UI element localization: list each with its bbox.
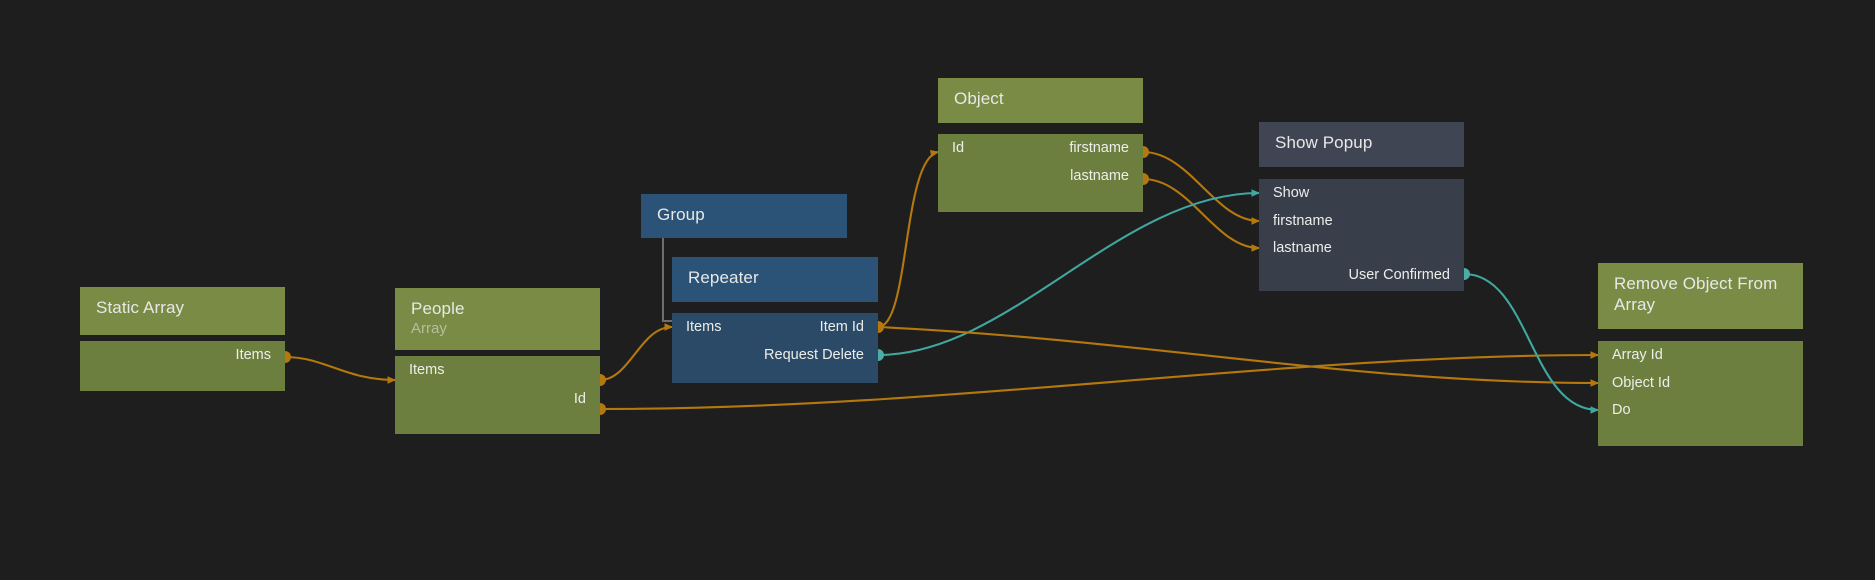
node-title: Object bbox=[954, 89, 1004, 108]
port-label-do: Do bbox=[1612, 402, 1631, 418]
port-row-items[interactable]: Items Item Id bbox=[672, 313, 878, 341]
port-label-id: Id bbox=[952, 140, 965, 156]
node-body: Array Id Object Id Do bbox=[1598, 341, 1803, 446]
node-header: Object bbox=[938, 78, 1143, 123]
node-remove-object-from-array[interactable]: Remove Object From Array Array Id Object… bbox=[1598, 263, 1803, 446]
port-row-object-id[interactable]: Object Id bbox=[1598, 369, 1803, 396]
port-label-firstname: firstname bbox=[1273, 213, 1333, 229]
node-title: Repeater bbox=[688, 268, 759, 287]
port-label-lastname: lastname bbox=[1273, 240, 1332, 256]
wire-showpopup-userconfirmed-to-remove-do bbox=[1462, 272, 1600, 414]
port-row-items[interactable]: Items bbox=[395, 356, 600, 385]
node-body: Items bbox=[80, 341, 285, 391]
node-header: Repeater bbox=[672, 257, 878, 302]
node-subtitle: Array bbox=[411, 320, 447, 337]
node-header: Group bbox=[641, 194, 847, 238]
port-row-lastname[interactable]: lastname bbox=[938, 162, 1143, 190]
node-show-popup[interactable]: Show Popup Show firstname lastname User … bbox=[1259, 122, 1464, 291]
port-row-id[interactable]: Id bbox=[395, 385, 600, 413]
hierarchy-line-group-repeater-elbow bbox=[662, 320, 674, 322]
node-header: Remove Object From Array bbox=[1598, 263, 1803, 329]
node-header: People Array bbox=[395, 288, 600, 350]
port-row-id[interactable]: Id firstname bbox=[938, 134, 1143, 162]
port-label-id: Id bbox=[573, 391, 586, 407]
node-header: Show Popup bbox=[1259, 122, 1464, 167]
port-row-user-confirmed[interactable]: User Confirmed bbox=[1259, 261, 1464, 287]
node-title: Static Array bbox=[96, 298, 185, 317]
port-label-user-confirmed: User Confirmed bbox=[1348, 267, 1450, 283]
port-row-array-id[interactable]: Array Id bbox=[1598, 341, 1803, 369]
node-group[interactable]: Group bbox=[641, 194, 847, 238]
wire-people-out-to-repeater-items bbox=[598, 323, 674, 382]
node-title: People bbox=[411, 299, 465, 318]
wire-static-array-items-to-people-items bbox=[283, 355, 397, 384]
port-row-items[interactable]: Items bbox=[80, 341, 285, 369]
node-title: Group bbox=[657, 205, 705, 224]
port-label-show: Show bbox=[1273, 185, 1310, 201]
port-row-firstname[interactable]: firstname bbox=[1259, 207, 1464, 234]
port-row-show[interactable]: Show bbox=[1259, 179, 1464, 207]
node-body: Show firstname lastname User Confirmed bbox=[1259, 179, 1464, 291]
port-label-firstname: firstname bbox=[1069, 140, 1129, 156]
port-label-items: Items bbox=[409, 362, 445, 378]
hierarchy-line-group-repeater bbox=[662, 238, 664, 322]
port-label-lastname: lastname bbox=[1070, 168, 1129, 184]
port-row-lastname[interactable]: lastname bbox=[1259, 234, 1464, 261]
node-body: Items Id bbox=[395, 356, 600, 434]
wire-repeater-itemid-to-remove-objectid bbox=[876, 325, 1600, 387]
port-row-do[interactable]: Do bbox=[1598, 396, 1803, 423]
port-label-object-id: Object Id bbox=[1612, 375, 1671, 391]
port-label-array-id: Array Id bbox=[1612, 347, 1663, 363]
node-static-array[interactable]: Static Array Items bbox=[80, 287, 285, 391]
wire-repeater-requestdelete-to-showpopup-show bbox=[876, 189, 1261, 357]
wire-object-lastname-to-showpopup-lastname bbox=[1141, 177, 1261, 252]
wire-repeater-itemid-to-object-id bbox=[876, 150, 940, 329]
node-repeater[interactable]: Repeater Items Item Id Request Delete bbox=[672, 257, 878, 383]
node-people[interactable]: People Array Items Id bbox=[395, 288, 600, 434]
node-header: Static Array bbox=[80, 287, 285, 335]
port-label-items: Items bbox=[686, 319, 722, 335]
port-label-items: Items bbox=[235, 347, 271, 363]
wire-object-firstname-to-showpopup-firstname bbox=[1141, 150, 1261, 225]
port-label-item-id: Item Id bbox=[819, 319, 864, 335]
port-label-request-delete: Request Delete bbox=[764, 347, 864, 363]
node-title: Remove Object From Array bbox=[1614, 274, 1778, 314]
node-body: Items Item Id Request Delete bbox=[672, 313, 878, 383]
node-body: Id firstname lastname bbox=[938, 134, 1143, 212]
node-title: Show Popup bbox=[1275, 133, 1373, 152]
node-object[interactable]: Object Id firstname lastname bbox=[938, 78, 1143, 212]
port-row-request-delete[interactable]: Request Delete bbox=[672, 341, 878, 369]
